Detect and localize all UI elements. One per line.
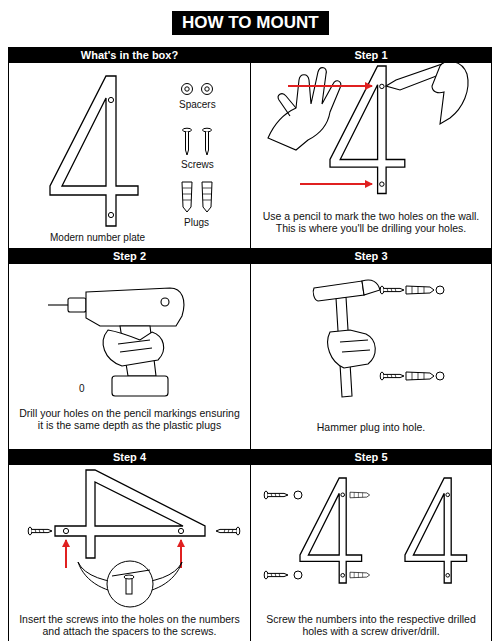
step-panel: Step 4 Insert the screws into the holes o… [8, 449, 251, 641]
panel-header: Step 1 [251, 48, 491, 63]
step-panel: Step 3 Hammer plug into hole. [250, 248, 492, 450]
part-label: Plugs [184, 217, 209, 229]
step-caption: Use a pencil to mark the two holes on th… [259, 210, 483, 234]
step-panel: Step 1 Use a pencil to mark the two holes… [250, 47, 492, 249]
step-caption: Screw the numbers into the respective dr… [259, 613, 483, 637]
panel-header: Step 2 [9, 249, 250, 264]
step-caption: Insert the screws into the holes on the … [17, 613, 242, 637]
step-caption: Drill your holes on the pencil markings … [17, 407, 242, 431]
part-label: Spacers [179, 99, 216, 111]
step-caption: Hammer plug into hole. [259, 421, 483, 433]
panel-header: Step 3 [251, 249, 491, 264]
part-label: Screws [181, 159, 214, 171]
step-panel: What's in the box? [8, 47, 251, 249]
part-label: Modern number plate [50, 232, 145, 244]
panel-header: What's in the box? [9, 48, 250, 63]
title-banner: HOW TO MOUNT [172, 11, 329, 35]
panel-header: Step 4 [9, 450, 250, 465]
panel-header: Step 5 [251, 450, 491, 465]
part-label: 0 [79, 383, 85, 395]
step-panel: Step 5 Screw the numbers into the respect… [250, 449, 492, 641]
step-panel: Step 2 Drill your holes on the pencil mar… [8, 248, 251, 450]
